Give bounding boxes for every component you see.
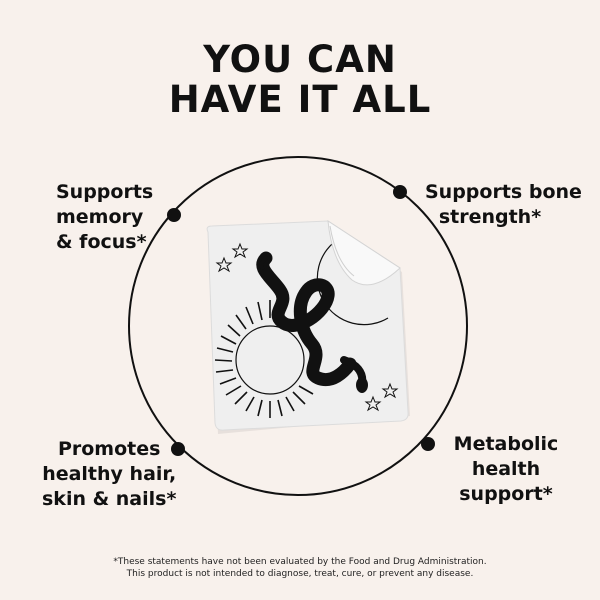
benefit-line: support* bbox=[459, 483, 553, 505]
benefit-bone-strength: Supports bone strength* bbox=[425, 180, 582, 230]
headline-line-2: HAVE IT ALL bbox=[168, 78, 432, 121]
snake-icon bbox=[256, 251, 368, 393]
disclaimer-line-2: This product is not intended to diagnose… bbox=[126, 569, 474, 579]
benefit-dot-bottom-right bbox=[421, 437, 435, 451]
sticker-peel bbox=[327, 220, 401, 286]
benefit-line: healthy hair, bbox=[42, 463, 177, 485]
headline-line-1: YOU CAN bbox=[203, 38, 397, 81]
benefit-line: strength* bbox=[438, 206, 542, 228]
benefit-line: Supports bone bbox=[425, 181, 582, 203]
benefit-hair-skin-nails: Promotes healthy hair, skin & nails* bbox=[42, 437, 176, 512]
disclaimer-line-1: *These statements have not been evaluate… bbox=[113, 557, 487, 567]
benefit-line: Promotes bbox=[57, 438, 161, 460]
benefit-memory-focus: Supports memory & focus* bbox=[56, 180, 153, 255]
headline: YOU CAN HAVE IT ALL bbox=[0, 40, 600, 120]
benefit-dot-bottom-left bbox=[171, 442, 185, 456]
benefit-line: memory bbox=[56, 206, 144, 228]
star-icon bbox=[364, 395, 382, 412]
benefit-line: Supports bbox=[56, 181, 154, 203]
benefit-line: & focus* bbox=[56, 231, 147, 253]
benefit-line: health bbox=[471, 458, 541, 480]
sun-disc bbox=[235, 325, 305, 395]
crescent-moon bbox=[316, 237, 389, 326]
sun-rays bbox=[214, 300, 314, 418]
benefits-ring bbox=[128, 156, 468, 496]
star-icon bbox=[215, 256, 233, 273]
stars bbox=[215, 242, 399, 412]
benefit-line: Metabolic bbox=[453, 433, 559, 455]
fda-disclaimer: *These statements have not been evaluate… bbox=[0, 556, 600, 580]
benefit-line: skin & nails* bbox=[42, 488, 177, 510]
star-icon bbox=[231, 242, 249, 259]
benefit-dot-top-left bbox=[167, 208, 181, 222]
benefit-metabolic-health: Metabolic health support* bbox=[446, 432, 566, 507]
star-icon bbox=[381, 382, 399, 399]
benefit-dot-top-right bbox=[393, 185, 407, 199]
